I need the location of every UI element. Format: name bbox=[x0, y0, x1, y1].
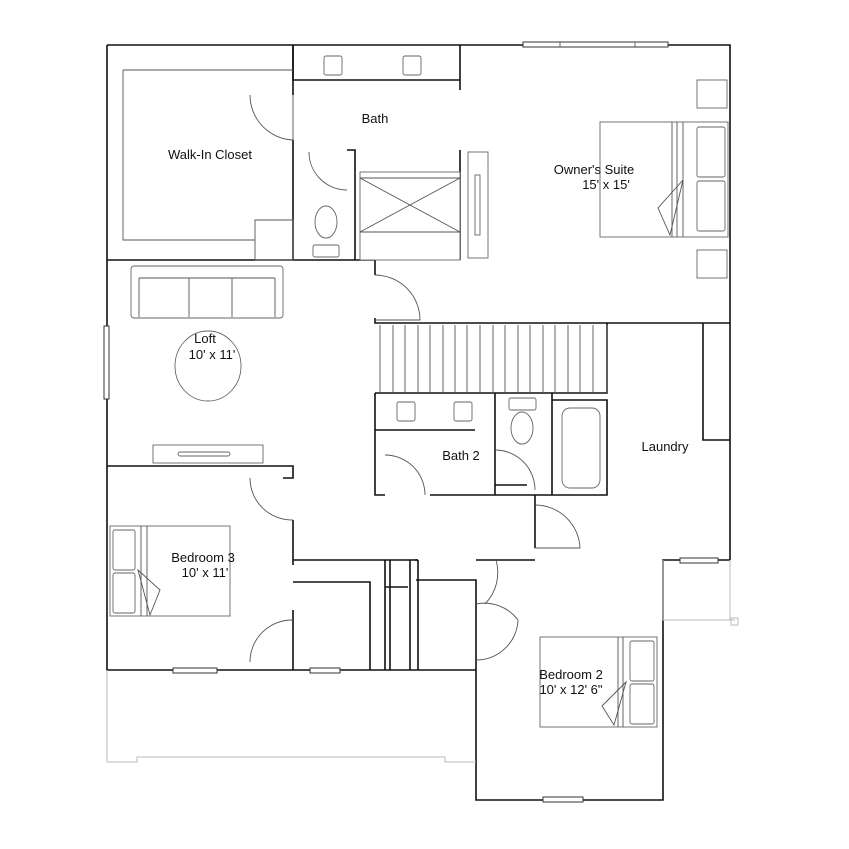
size-bedroom-2: 10' x 12' 6" bbox=[539, 682, 602, 697]
windows bbox=[103, 41, 719, 803]
label-bath: Bath bbox=[362, 111, 389, 126]
label-loft: Loft bbox=[194, 331, 216, 346]
label-laundry: Laundry bbox=[642, 439, 689, 454]
label-bath-2: Bath 2 bbox=[442, 448, 480, 463]
label-owners-suite: Owner's Suite bbox=[554, 162, 635, 177]
fixtures bbox=[109, 55, 729, 728]
size-bedroom-3: 10' x 11' bbox=[182, 565, 229, 580]
exterior-walls bbox=[106, 44, 739, 801]
size-owners-suite: 15' x 15' bbox=[582, 177, 630, 192]
label-bedroom-2: Bedroom 2 bbox=[539, 667, 603, 682]
label-bedroom-3: Bedroom 3 bbox=[171, 550, 235, 565]
room-labels: Walk-In Closet Bath Owner's Suite 15' x … bbox=[168, 111, 689, 697]
label-walk-in-closet: Walk-In Closet bbox=[168, 147, 252, 162]
interior-walls bbox=[107, 45, 730, 670]
size-loft: 10' x 11' bbox=[189, 347, 236, 362]
doors bbox=[249, 94, 581, 663]
stairs[interactable] bbox=[379, 325, 608, 393]
